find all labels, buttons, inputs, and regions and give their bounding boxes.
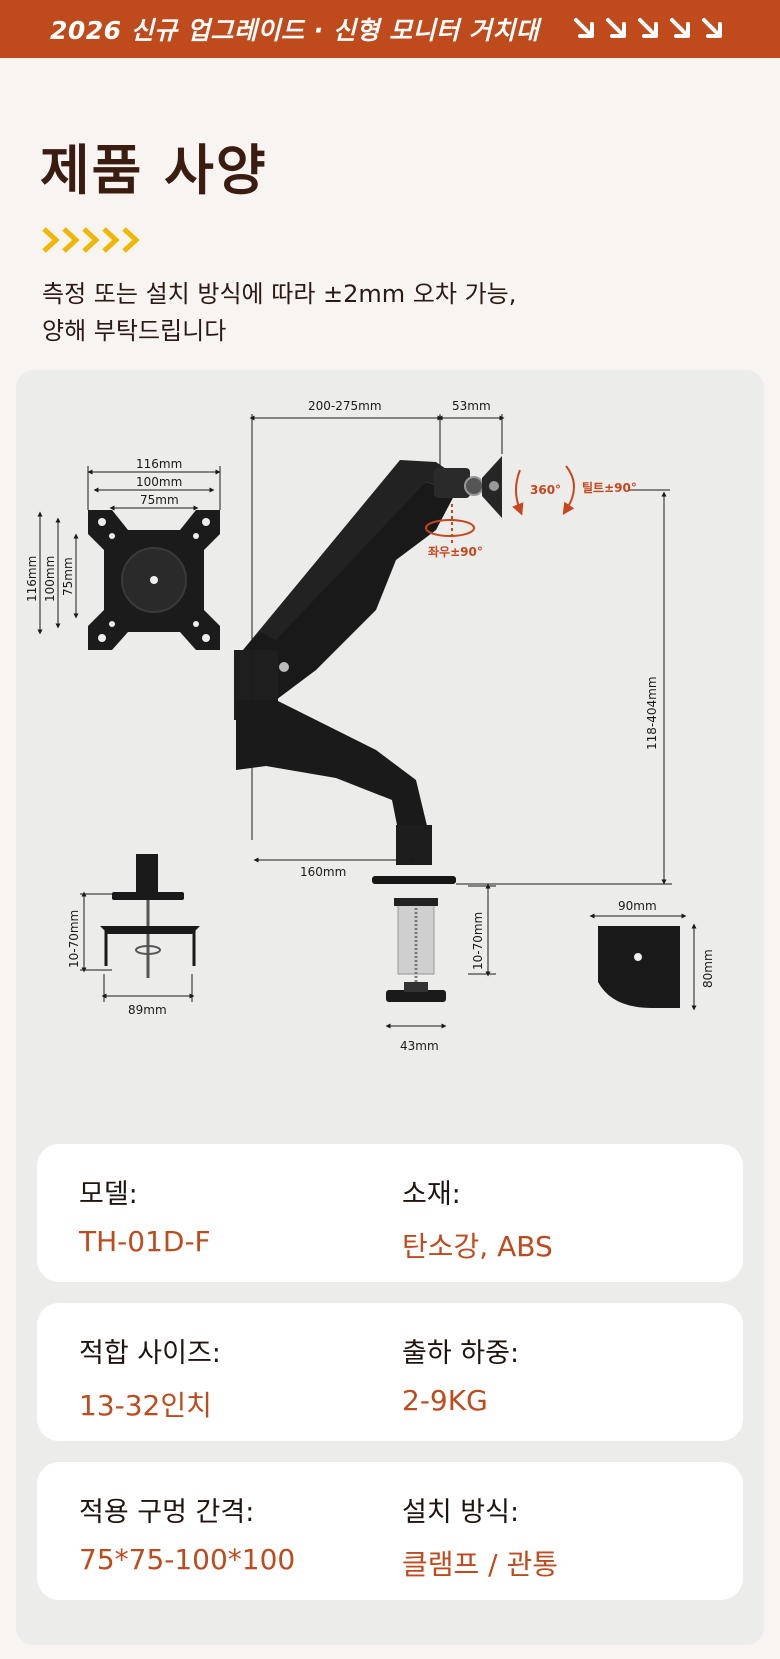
spec-value-size: 13-32인치 <box>79 1389 212 1422</box>
vesa-plate <box>88 510 220 650</box>
vesa-height-100: 100mm <box>43 556 57 602</box>
chevron-right-icon <box>42 227 140 253</box>
spec-value-material: 탄소강, ABS <box>402 1230 553 1263</box>
spec-value-install: 클램프 / 관통 <box>402 1548 559 1581</box>
spec-label-hole-spacing: 적용 구멍 간격: <box>79 1497 255 1528</box>
plate-height: 80mm <box>701 949 715 988</box>
banner-text: 2026 신규 업그레이드 · 신형 모니터 거치대 <box>50 16 540 45</box>
top-banner: 2026 신규 업그레이드 · 신형 모니터 거치대 <box>0 0 780 58</box>
product-dimension-diagram: 116mm 100mm 75mm 116mm 100mm 75mm 200-27… <box>25 399 715 1053</box>
spec-card-size: 적합 사이즈: 13-32인치 출하 하중: 2-9KG <box>37 1303 743 1441</box>
plate-width: 90mm <box>618 899 657 913</box>
vesa-width-116: 116mm <box>136 457 182 471</box>
vesa-width-100: 100mm <box>136 475 182 489</box>
arrow-down-right-icon <box>606 18 626 38</box>
dim-height: 118-404mm <box>645 676 659 750</box>
spec-card-model: 모델: TH-01D-F 소재: 탄소강, ABS <box>37 1144 743 1282</box>
page-title: 제품 사양 <box>40 139 268 202</box>
spec-label-load: 출하 하중: <box>402 1338 520 1369</box>
label-rotate-360: 360° <box>530 483 561 497</box>
note-line-1: 측정 또는 설치 방식에 따라 ±2mm 오차 가능, <box>42 280 517 308</box>
down-right-arrows <box>572 16 726 42</box>
vesa-dimensions <box>37 466 221 635</box>
spec-label-model: 모델: <box>79 1179 138 1210</box>
spec-value-model: TH-01D-F <box>79 1225 211 1258</box>
spec-label-material: 소재: <box>402 1179 461 1210</box>
dim-head: 53mm <box>452 399 491 413</box>
grommet-dimensions <box>385 883 496 1029</box>
clamp-thickness: 10-70mm <box>67 910 81 968</box>
vesa-width-75: 75mm <box>140 493 179 507</box>
arrow-down-right-icon <box>638 18 658 38</box>
vesa-height-116: 116mm <box>25 556 39 602</box>
grommet-width: 43mm <box>400 1039 439 1053</box>
arrow-down-right-icon <box>670 18 690 38</box>
grommet-mount <box>386 898 446 1002</box>
label-swivel: 좌우±90° <box>428 544 483 559</box>
rotation-arrows <box>425 465 575 546</box>
spec-label-install: 설치 방식: <box>402 1497 520 1528</box>
grommet-thickness: 10-70mm <box>471 912 485 970</box>
arm-dimensions <box>249 414 672 885</box>
spec-value-load: 2-9KG <box>402 1384 488 1417</box>
dim-reach: 200-275mm <box>308 399 382 413</box>
arrow-down-right-icon <box>574 18 594 38</box>
vesa-height-75: 75mm <box>61 557 75 596</box>
spec-label-size: 적합 사이즈: <box>79 1338 221 1369</box>
dim-base-offset: 160mm <box>300 865 346 879</box>
clamp-width: 89mm <box>128 1003 167 1017</box>
spec-card-vesa: 적용 구멍 간격: 75*75-100*100 설치 방식: 클램프 / 관통 <box>37 1462 743 1600</box>
base-plate <box>598 926 680 1008</box>
arrow-down-right-icon <box>702 18 722 38</box>
spec-value-hole-spacing: 75*75-100*100 <box>79 1543 296 1576</box>
desk-clamp <box>100 854 200 978</box>
note-line-2: 양해 부탁드립니다 <box>42 317 227 345</box>
measurement-note: 측정 또는 설치 방식에 따라 ±2mm 오차 가능, 양해 부탁드립니다 <box>42 276 516 350</box>
clamp-dimensions <box>80 891 195 1002</box>
plate-dimensions <box>589 913 697 1011</box>
label-tilt: 틸트±90° <box>582 481 637 495</box>
